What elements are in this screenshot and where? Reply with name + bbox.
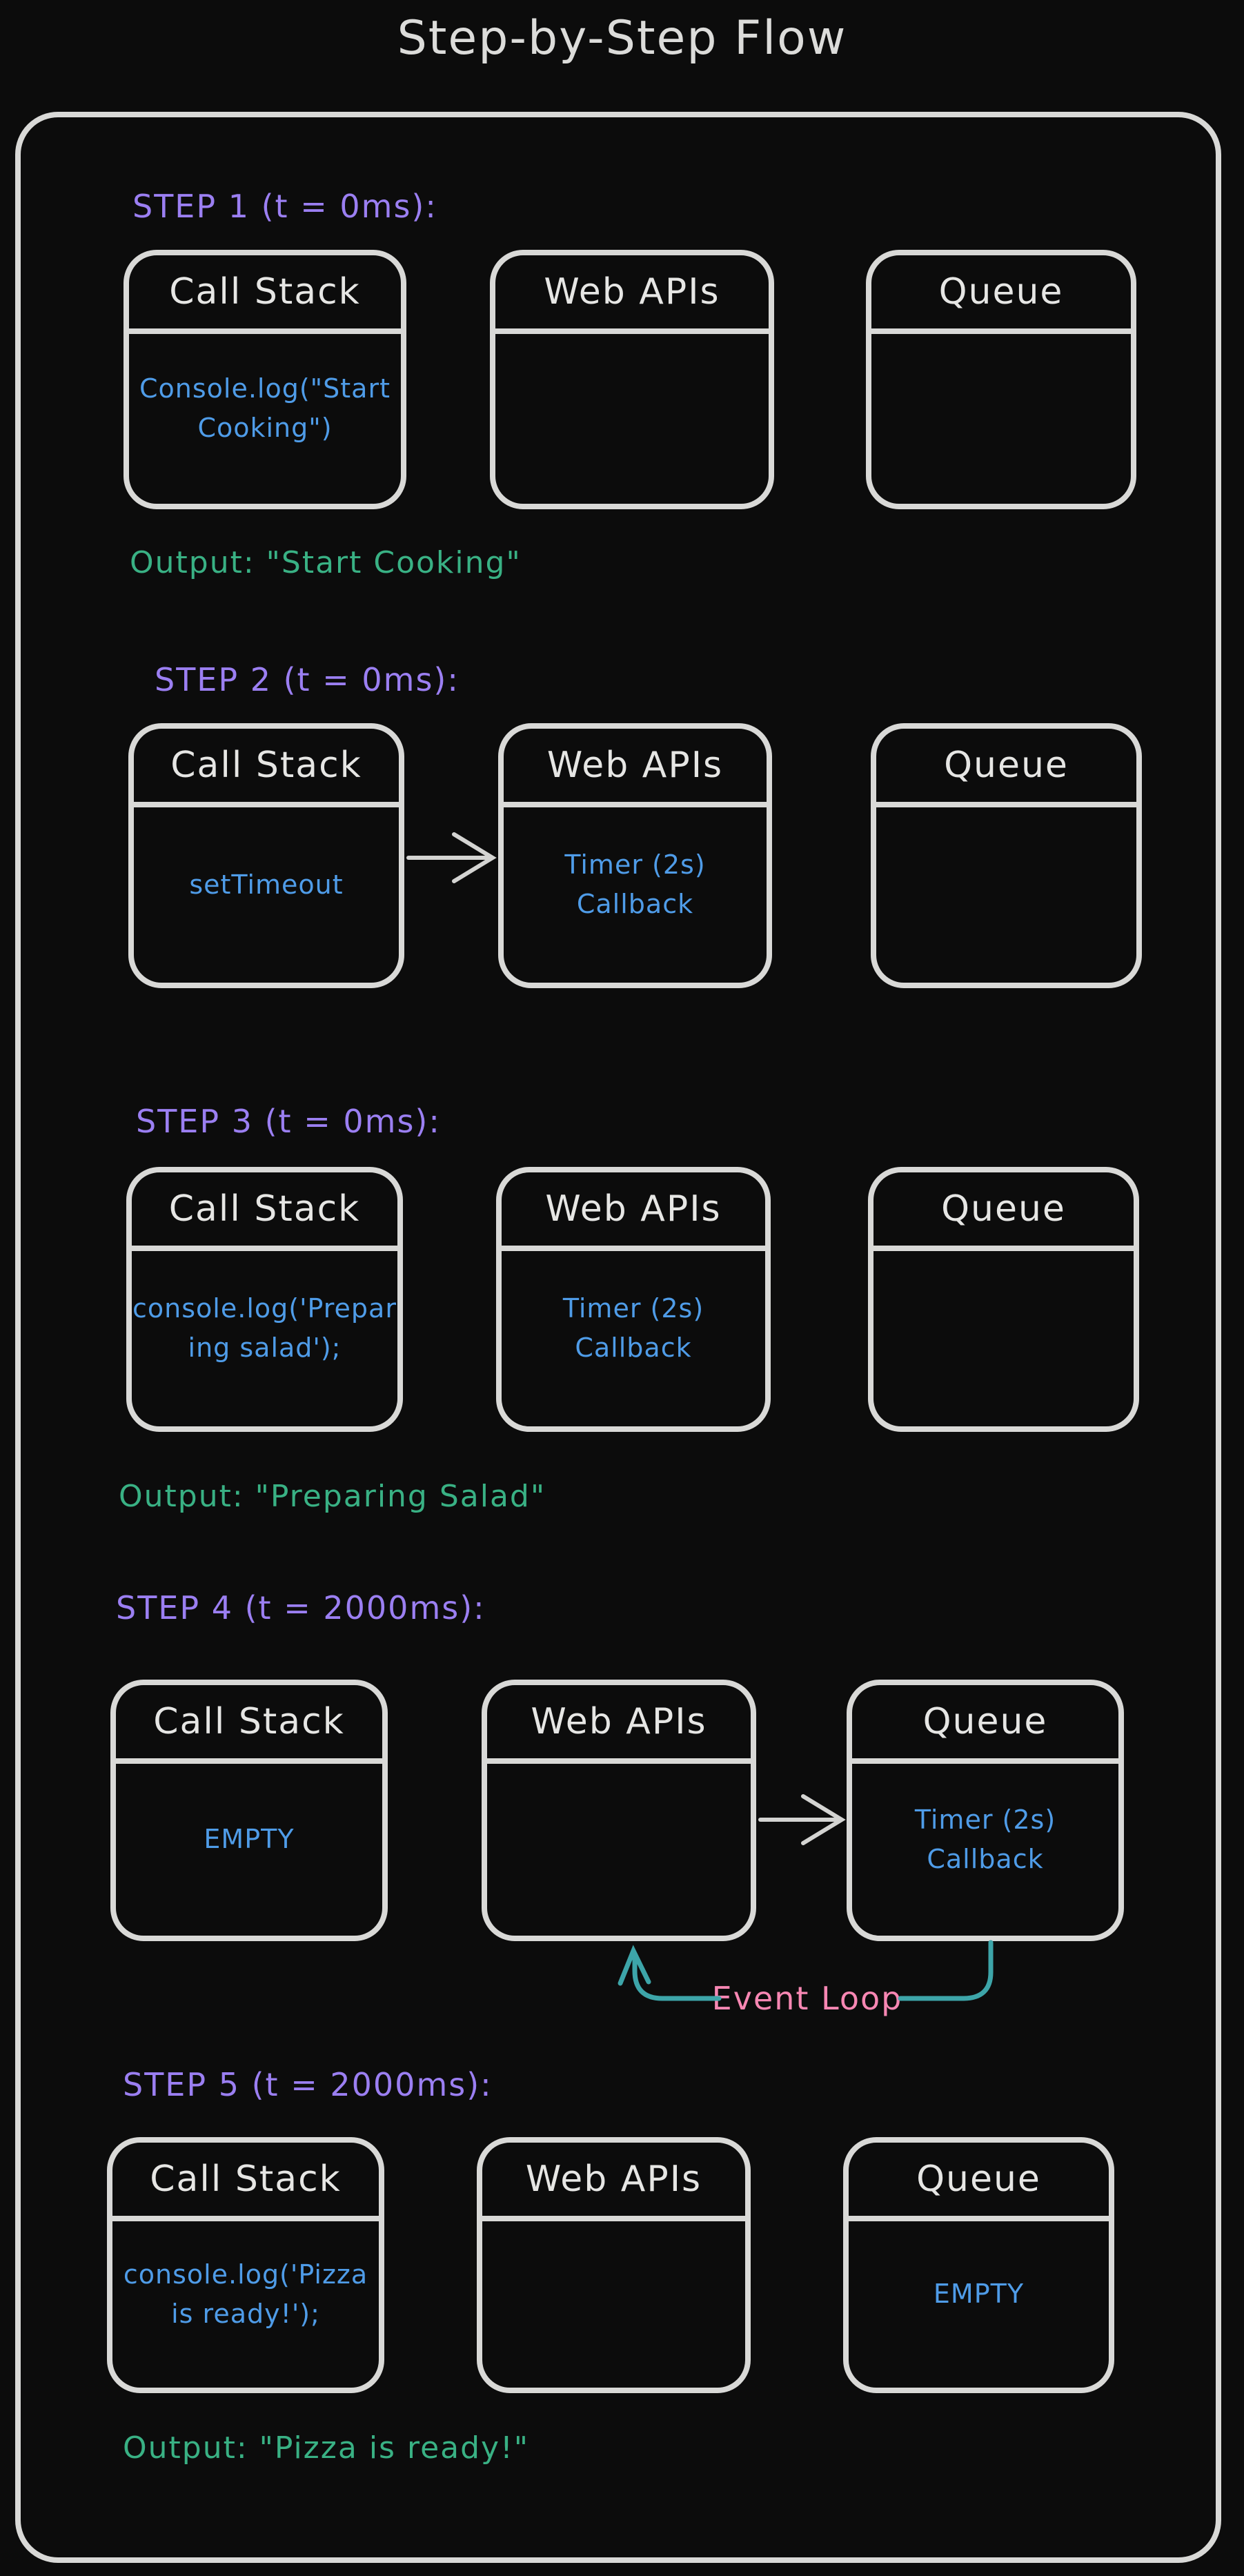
- step-5-queue-content: EMPTY: [933, 2279, 1025, 2309]
- step-2-label: STEP 2 (t = 0ms):: [155, 661, 460, 698]
- step-2-call-stack-title: Call Stack: [134, 729, 399, 807]
- step-2-queue-box: Queue: [871, 723, 1142, 988]
- step-1-call-stack-content: Console.log("Start Cooking"): [139, 373, 391, 443]
- step-4-call-stack-title: Call Stack: [116, 1685, 382, 1764]
- step-4-web-apis-title: Web APIs: [487, 1685, 751, 1764]
- step-2-call-stack-box: Call Stack setTimeout: [128, 723, 404, 988]
- step-4-queue-content: Timer (2s) Callback: [914, 1804, 1056, 1874]
- step-3-web-apis-content: Timer (2s) Callback: [562, 1293, 704, 1363]
- step-4-queue-title: Queue: [852, 1685, 1118, 1764]
- step-5-call-stack-title: Call Stack: [112, 2143, 379, 2221]
- step-3-call-stack-content: console.log('Prepar ing salad');: [132, 1293, 397, 1363]
- step-2-queue-title: Queue: [876, 729, 1136, 807]
- step-3-queue-box: Queue: [868, 1167, 1139, 1432]
- step-4-web-apis-box: Web APIs: [482, 1680, 756, 1941]
- step-1-queue-box: Queue: [866, 250, 1136, 509]
- step-2-web-apis-box: Web APIs Timer (2s) Callback: [498, 723, 772, 988]
- step-3-queue-content: [873, 1251, 1134, 1426]
- step-1-label: STEP 1 (t = 0ms):: [132, 188, 437, 225]
- step-5-web-apis-title: Web APIs: [482, 2143, 745, 2221]
- step-3-call-stack-title: Call Stack: [132, 1172, 397, 1251]
- step-3-label: STEP 3 (t = 0ms):: [136, 1103, 441, 1140]
- step-4-label: STEP 4 (t = 2000ms):: [116, 1589, 486, 1626]
- outer-frame: [15, 112, 1221, 2563]
- step-4-call-stack-box: Call Stack EMPTY: [110, 1680, 388, 1941]
- step-1-call-stack-title: Call Stack: [129, 255, 401, 334]
- step-5-queue-box: Queue EMPTY: [843, 2137, 1114, 2393]
- step-2-web-apis-title: Web APIs: [504, 729, 767, 807]
- step-1-web-apis-title: Web APIs: [495, 255, 769, 334]
- step-3-web-apis-box: Web APIs Timer (2s) Callback: [496, 1167, 771, 1432]
- step-3-call-stack-box: Call Stack console.log('Prepar ing salad…: [126, 1167, 403, 1432]
- step-5-web-apis-box: Web APIs: [477, 2137, 751, 2393]
- step-4-call-stack-content: EMPTY: [204, 1824, 295, 1854]
- step-4-queue-box: Queue Timer (2s) Callback: [847, 1680, 1124, 1941]
- step-3-output: Output: "Preparing Salad": [119, 1479, 546, 1514]
- event-loop-label: Event Loop: [711, 1980, 903, 2017]
- step-1-call-stack-box: Call Stack Console.log("Start Cooking"): [124, 250, 406, 509]
- step-5-label: STEP 5 (t = 2000ms):: [123, 2066, 493, 2103]
- step-1-output: Output: "Start Cooking": [130, 545, 522, 580]
- step-5-call-stack-box: Call Stack console.log('Pizza is ready!'…: [107, 2137, 384, 2393]
- page-title: Step-by-Step Flow: [397, 11, 847, 66]
- step-1-web-apis-box: Web APIs: [490, 250, 774, 509]
- step-2-call-stack-content: setTimeout: [189, 869, 344, 900]
- step-2-queue-content: [876, 807, 1136, 983]
- step-3-web-apis-title: Web APIs: [502, 1172, 765, 1251]
- step-5-call-stack-content: console.log('Pizza is ready!');: [123, 2259, 368, 2329]
- step-5-output: Output: "Pizza is ready!": [123, 2430, 529, 2466]
- step-1-web-apis-content: [495, 334, 769, 504]
- step-1-queue-content: [871, 334, 1131, 504]
- step-4-web-apis-content: [487, 1764, 751, 1936]
- step-1-queue-title: Queue: [871, 255, 1131, 334]
- step-2-web-apis-content: Timer (2s) Callback: [564, 849, 706, 919]
- step-5-web-apis-content: [482, 2221, 745, 2388]
- step-3-queue-title: Queue: [873, 1172, 1134, 1251]
- step-5-queue-title: Queue: [849, 2143, 1109, 2221]
